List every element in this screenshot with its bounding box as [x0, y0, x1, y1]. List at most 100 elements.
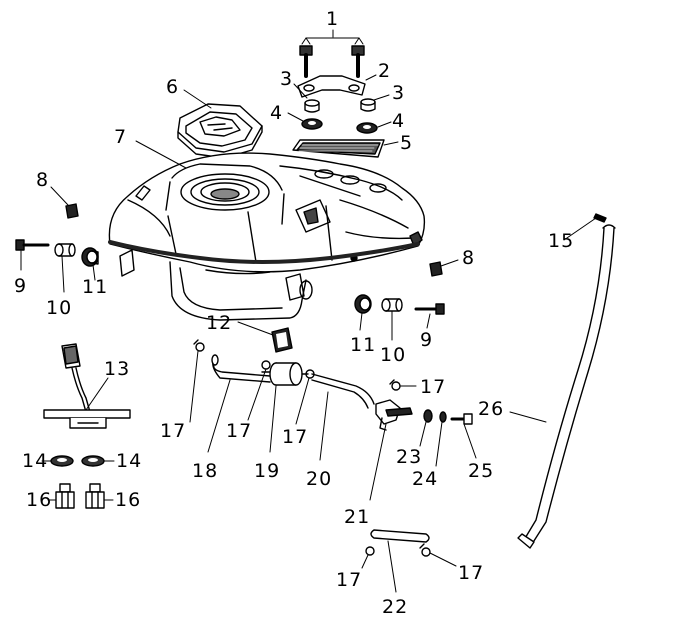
- bolt-part-9-left: [15, 239, 50, 251]
- leader-3a: [293, 83, 308, 99]
- leader-9b: [426, 313, 431, 329]
- fuel-filter-part-19: [261, 362, 309, 386]
- callout-1: 1: [326, 8, 340, 30]
- callout-17c: 17: [282, 426, 309, 448]
- callout-9a: 9: [14, 275, 28, 297]
- drain-hose-part-26: [517, 224, 616, 549]
- fuel-valve-part-21: [375, 399, 413, 431]
- callout-17a: 17: [160, 420, 187, 442]
- callout-4b: 4: [392, 110, 406, 132]
- leader-17c: [295, 377, 310, 425]
- fuel-hose-part-20: [311, 373, 375, 409]
- callout-21: 21: [344, 506, 371, 528]
- callout-5: 5: [400, 132, 414, 154]
- clamp-part-17-a: [193, 339, 205, 352]
- fuel-sender-part-13: [43, 343, 131, 429]
- callout-13: 13: [104, 358, 131, 380]
- bolt-pair-part-1: [299, 45, 365, 78]
- leader-26: [509, 411, 547, 423]
- leader-2: [365, 74, 377, 81]
- callout-10a: 10: [46, 297, 73, 319]
- leader-12: [237, 321, 274, 336]
- callout-10b: 10: [380, 344, 407, 366]
- leader-21: [369, 423, 387, 501]
- fuel-hose-part-18: [211, 354, 271, 383]
- collar-part-10-left: [54, 243, 76, 257]
- washer-part-14-left: [50, 455, 74, 467]
- bracket-part-2: [297, 75, 366, 98]
- clamp-part-17-d: [389, 379, 401, 391]
- callout-11b: 11: [350, 334, 377, 356]
- hose-part-22: [370, 529, 430, 543]
- fuel-tank-part-7: [108, 152, 426, 321]
- hose-clip-part-15: [593, 213, 607, 223]
- callout-15: 15: [548, 230, 575, 252]
- bolt-part-9-right: [414, 303, 445, 315]
- leader-15: [563, 217, 597, 241]
- leader-4b: [377, 121, 392, 128]
- leader-17b: [247, 368, 267, 421]
- clamp-part-17-f: [419, 543, 431, 557]
- rubber-part-8-right: [429, 261, 443, 277]
- callout-9b: 9: [420, 329, 434, 351]
- callout-16a: 16: [26, 489, 53, 511]
- callout-8b: 8: [462, 247, 476, 269]
- callout-19: 19: [254, 460, 281, 482]
- grommet-part-11-right: [354, 294, 372, 314]
- callout-17f: 17: [458, 562, 485, 584]
- callout-23: 23: [396, 446, 423, 468]
- rubber-block-part-12: [271, 327, 293, 353]
- leader-11b: [359, 312, 363, 331]
- nut-part-16-right: [85, 483, 105, 509]
- callout-2: 2: [378, 60, 392, 82]
- leader-8a: [50, 186, 69, 206]
- rubber-pad-part-5: [292, 139, 385, 158]
- callout-18: 18: [192, 460, 219, 482]
- leader-5: [383, 141, 399, 146]
- o-ring-part-24: [439, 411, 447, 423]
- callout-14a: 14: [22, 450, 49, 472]
- leader-20: [319, 391, 329, 461]
- callout-20: 20: [306, 468, 333, 490]
- callout-7: 7: [114, 126, 128, 148]
- callout-3a: 3: [280, 68, 294, 90]
- leader-3b: [373, 94, 390, 101]
- spacer-part-3-right: [360, 98, 376, 112]
- callout-17e: 17: [336, 569, 363, 591]
- grommet-part-4-left: [301, 118, 323, 130]
- leader-19: [269, 385, 277, 453]
- fuel-cap-part-6: [177, 103, 263, 159]
- callout-4a: 4: [270, 102, 284, 124]
- leader-17f: [429, 552, 457, 567]
- leader-24: [435, 421, 443, 467]
- nut-part-16-left: [55, 483, 75, 509]
- spacer-part-3-left: [304, 99, 320, 113]
- o-ring-part-23: [423, 409, 433, 423]
- callout-3b: 3: [392, 82, 406, 104]
- callout-11a: 11: [82, 276, 109, 298]
- clamp-part-17-e: [365, 546, 375, 556]
- leader-8b: [440, 259, 459, 267]
- leader-4a: [287, 112, 304, 122]
- leader-1: [301, 29, 364, 45]
- callout-12: 12: [206, 312, 233, 334]
- callout-26: 26: [478, 398, 505, 420]
- clamp-part-17-b: [261, 360, 271, 370]
- washer-part-14-right: [81, 455, 105, 467]
- leader-11a: [92, 264, 96, 281]
- leader-6: [183, 89, 212, 109]
- callout-17b: 17: [226, 420, 253, 442]
- callout-14b: 14: [116, 450, 143, 472]
- callout-16b: 16: [115, 489, 142, 511]
- leader-7: [135, 140, 187, 169]
- leader-13: [85, 377, 109, 411]
- grommet-part-4-right: [356, 122, 378, 134]
- screw-part-25: [450, 413, 473, 425]
- leader-17e: [361, 554, 369, 569]
- callout-17d: 17: [420, 376, 447, 398]
- leader-10a: [61, 255, 65, 293]
- collar-part-10-right: [381, 298, 403, 312]
- leader-18: [207, 379, 231, 453]
